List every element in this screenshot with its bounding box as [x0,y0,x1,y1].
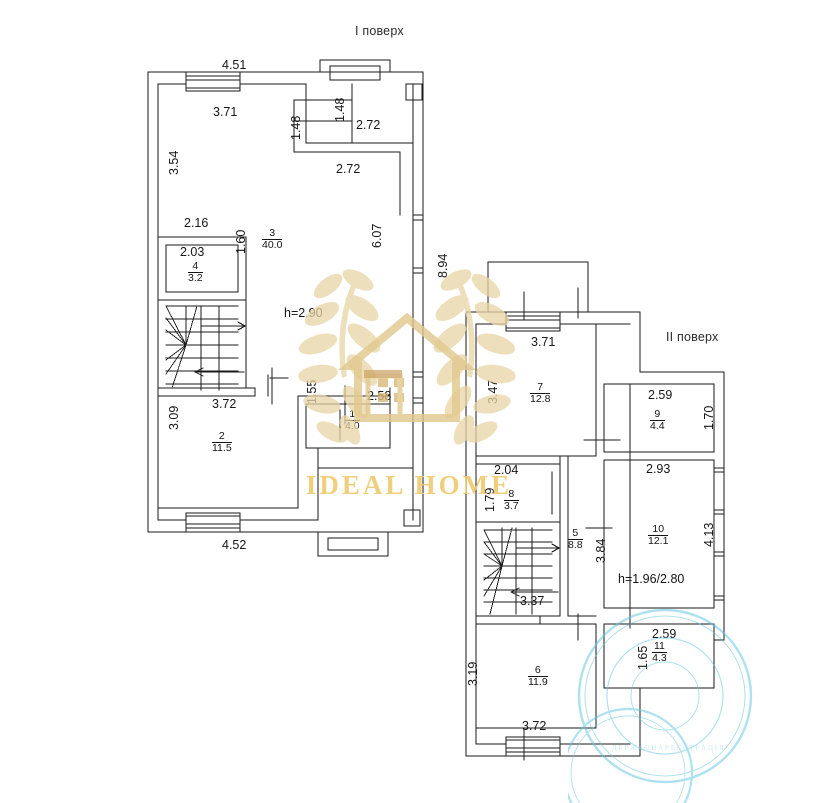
room-label-6: 6 11.9 [528,665,548,687]
dim-f2-room11-top: 2.59 [652,627,677,641]
dim-f1-closet-width: 2.03 [180,245,205,259]
floor1-height-note: h=2.90 [284,306,323,320]
room-label-3: 3 40.0 [262,228,283,251]
floor1-walls [147,59,424,557]
dim-f2-room7-top: 3.71 [531,335,556,349]
room-label-7: 7 12.8 [530,382,551,405]
room-label-5: 5 8.8 [568,528,583,550]
dim-f1-room1-vert: 1.55 [305,379,319,404]
room-area: 11.5 [212,441,232,454]
room-number: 10 [648,524,669,536]
dim-f2-room10-right: 4.13 [702,522,716,547]
room-area: 40.0 [262,238,283,251]
dim-f2-room9-top: 2.59 [648,388,673,402]
dim-f1-top-outer: 4.51 [222,58,247,72]
room-number: 6 [528,665,548,677]
dim-f1-entry-vert-b: 1.48 [333,97,347,122]
dim-f2-stair-bottom: 3.37 [520,594,545,608]
room-label-4: 4 3.2 [188,261,203,283]
room-number: 7 [530,382,551,394]
dim-f1-closet-vert: 1.60 [234,229,248,254]
dim-f1-right-vert: 8.94 [436,253,450,278]
room-area: 12.1 [648,534,669,547]
room-label-10: 10 12.1 [648,524,669,547]
floor2-walls [465,261,725,761]
room-label-8: 8 3.7 [504,489,519,511]
dim-f1-entry-horiz-b: 2.72 [336,162,361,176]
room-number: 9 [650,409,665,421]
dim-f1-top-inner: 3.71 [213,105,238,119]
floor1-title: I поверх [355,24,404,38]
dim-f1-entry-horiz-a: 2.72 [356,118,381,132]
room-number: 4 [188,261,203,273]
room-area: 8.8 [568,538,583,551]
room-number: 5 [568,528,583,540]
dim-f2-room6-left: 3.19 [466,661,480,686]
room-number: 11 [652,640,667,653]
room-number: 8 [504,489,519,501]
dim-f1-entry-vert-a: 1.48 [289,115,303,140]
dim-f2-room6-bottom: 3.72 [522,719,547,733]
room-area: 12.8 [530,392,551,405]
dim-f2-room9-right: 1.70 [702,405,716,430]
room-area: 4.0 [345,419,360,432]
room-number: 3 [262,228,283,240]
dim-f1-room2-top: 3.72 [212,397,237,411]
room-label-2: 2 11.5 [212,431,232,453]
room-area: 11.9 [528,675,548,688]
dim-f2-room7-left: 3.47 [486,379,500,404]
floor2-title: II поверх [666,330,719,344]
room-label-9: 9 4.4 [650,409,665,431]
dim-f1-room1-horiz: 2.58 [367,389,392,403]
dim-f1-closet-top: 2.16 [184,216,209,230]
room-number: 1 [345,409,360,421]
dim-f1-hall-vert: 6.07 [370,223,384,248]
room-area: 3.2 [188,271,203,284]
room-area: 4.4 [650,419,665,432]
room-label-1: 1 4.0 [345,409,360,431]
dim-f1-bottom-outer: 4.52 [222,538,247,552]
room-area: 4.3 [652,651,667,664]
dim-f2-room5-vert: 3.84 [594,538,608,563]
floor2-height-note: h=1.96/2.80 [618,572,685,586]
room-number: 2 [212,431,232,443]
dim-f1-room2-left: 3.09 [167,405,181,430]
dim-f2-room11-left: 1.65 [636,645,650,670]
dim-f2-room8-left: 1.79 [483,487,497,512]
dim-f2-room8-top: 2.04 [494,463,519,477]
dim-f1-left-upper: 3.54 [167,150,181,175]
room-area: 3.7 [504,499,519,512]
dim-f2-room10-top: 2.93 [646,462,671,476]
room-label-11: 11 4.3 [652,641,667,663]
